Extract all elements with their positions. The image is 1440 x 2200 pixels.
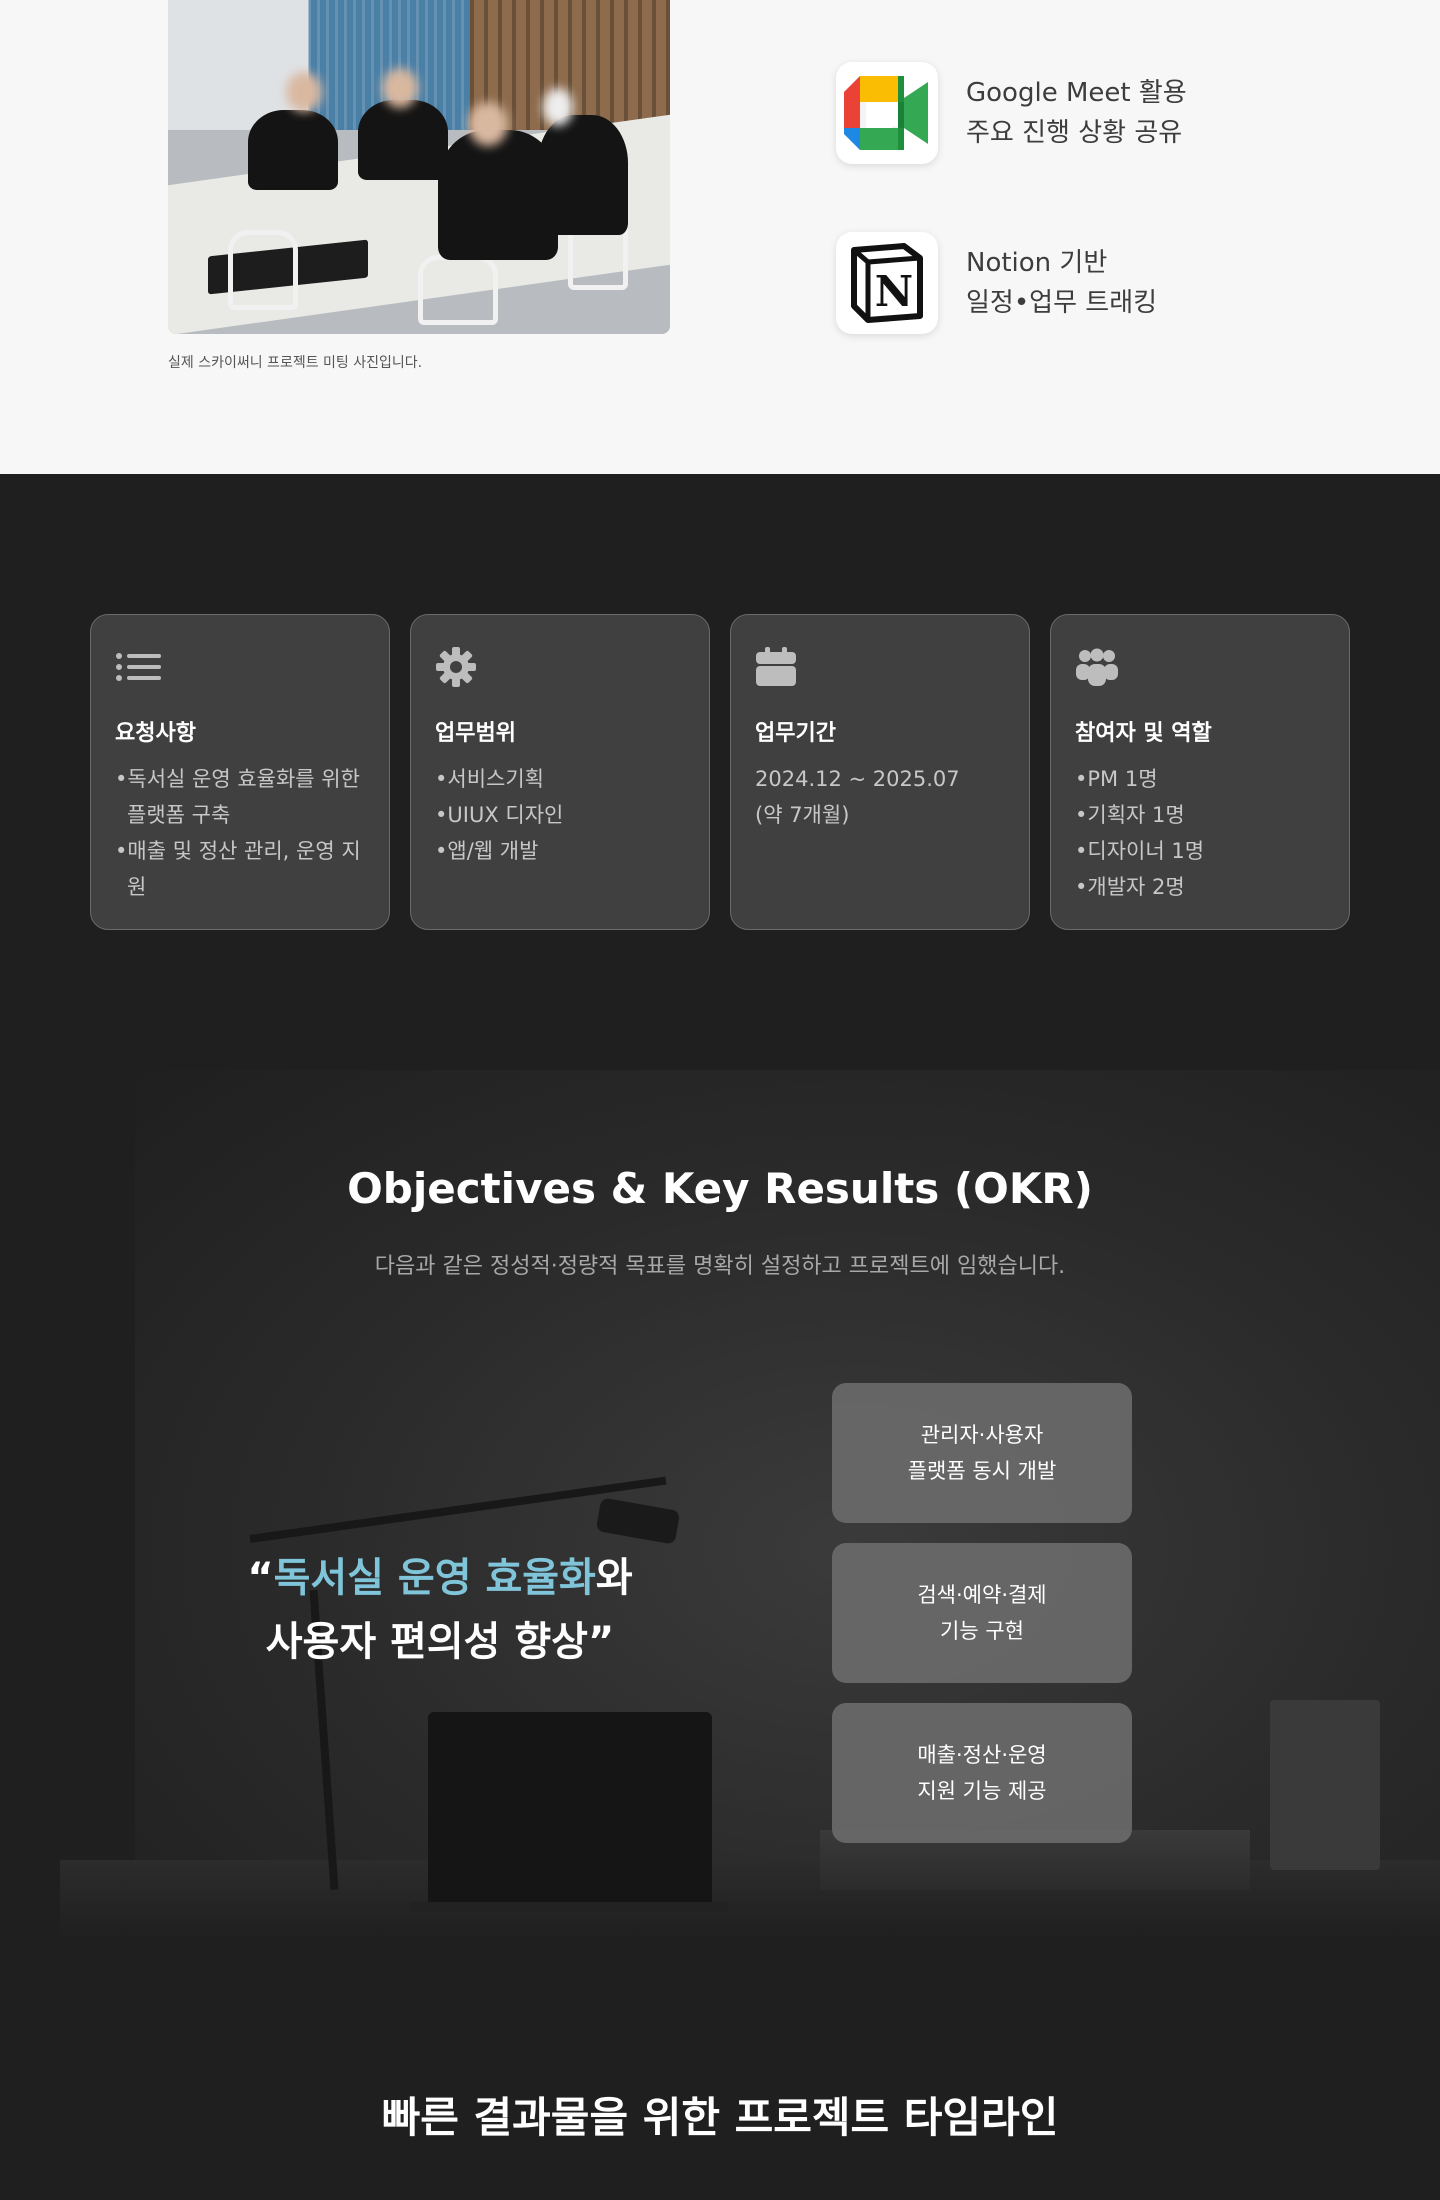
notion-icon: N [836, 232, 938, 334]
okr-title: Objectives & Key Results (OKR) [347, 1164, 1093, 1213]
google-meet-icon [836, 62, 938, 164]
project-overview-cards: 요청사항 •독서실 운영 효율화를 위한 플랫폼 구축 •매출 및 정산 관리,… [90, 614, 1350, 930]
card-item: •기획자 1명 [1075, 803, 1185, 827]
card-title: 업무기간 [755, 721, 836, 746]
tool-line-2: 주요 진행 상황 공유 [966, 118, 1183, 148]
card-period: 업무기간 2024.12 ~ 2025.07 (약 7개월) [730, 614, 1030, 930]
period-dates: 2024.12 ~ 2025.07 [755, 767, 960, 791]
quote-open: “ [247, 1555, 274, 1601]
people-icon [1075, 645, 1123, 689]
tool-notion: N Notion 기반 일정•업무 트래킹 [836, 232, 1157, 334]
okr-subtitle: 다음과 같은 정성적·정량적 목표를 명확히 설정하고 프로젝트에 임했습니다. [374, 1254, 1066, 1279]
quote-line-2: 사용자 편의성 향상” [265, 1619, 615, 1665]
card-title: 참여자 및 역할 [1075, 721, 1212, 746]
meeting-section: 실제 스카이써니 프로젝트 미팅 사진입니다. Google Meet 활용 주… [0, 0, 1440, 474]
okr-background-photo [135, 1070, 1440, 1940]
card-item: •개발자 2명 [1075, 875, 1185, 899]
card-item: •매출 및 정산 관리, 운영 지원 [115, 839, 361, 899]
card-scope: 업무범위 •서비스기획 •UIUX 디자인 •앱/웹 개발 [410, 614, 710, 930]
svg-text:N: N [875, 267, 913, 316]
card-participants: 참여자 및 역할 •PM 1명 •기획자 1명 •디자이너 1명 •개발자 2명 [1050, 614, 1350, 930]
calendar-icon [755, 645, 803, 689]
photo-caption: 실제 스카이써니 프로젝트 미팅 사진입니다. [168, 355, 423, 371]
list-icon [115, 645, 163, 689]
card-item: •앱/웹 개발 [435, 839, 539, 863]
tool-line-1: Notion 기반 [966, 248, 1108, 278]
card-item: •독서실 운영 효율화를 위한 플랫폼 구축 [115, 767, 360, 827]
meeting-photo [168, 0, 670, 334]
tool-line-2: 일정•업무 트래킹 [966, 288, 1158, 318]
okr-objective-quote: “독서실 운영 효율화와 사용자 편의성 향상” [220, 1546, 660, 1674]
card-item: •디자이너 1명 [1075, 839, 1205, 863]
card-item: •PM 1명 [1075, 767, 1158, 791]
card-title: 요청사항 [115, 721, 196, 746]
key-result-1: 관리자·사용자 플랫폼 동시 개발 [832, 1383, 1132, 1523]
card-item: •서비스기획 [435, 767, 544, 791]
key-result-3: 매출·정산·운영 지원 기능 제공 [832, 1703, 1132, 1843]
tool-line-1: Google Meet 활용 [966, 78, 1187, 108]
card-item: •UIUX 디자인 [435, 803, 564, 827]
tool-google-meet: Google Meet 활용 주요 진행 상황 공유 [836, 62, 1187, 164]
key-result-2: 검색·예약·결제 기능 구현 [832, 1543, 1132, 1683]
card-requirements: 요청사항 •독서실 운영 효율화를 위한 플랫폼 구축 •매출 및 정산 관리,… [90, 614, 390, 930]
quote-rest: 와 [595, 1555, 633, 1601]
okr-section: Objectives & Key Results (OKR) 다음과 같은 정성… [0, 1070, 1440, 1940]
timeline-title: 빠른 결과물을 위한 프로젝트 타임라인 [381, 2093, 1059, 2142]
period-duration: (약 7개월) [755, 803, 850, 827]
card-title: 업무범위 [435, 721, 516, 746]
gear-icon [435, 645, 483, 689]
quote-highlight: 독서실 운영 효율화 [273, 1555, 596, 1601]
